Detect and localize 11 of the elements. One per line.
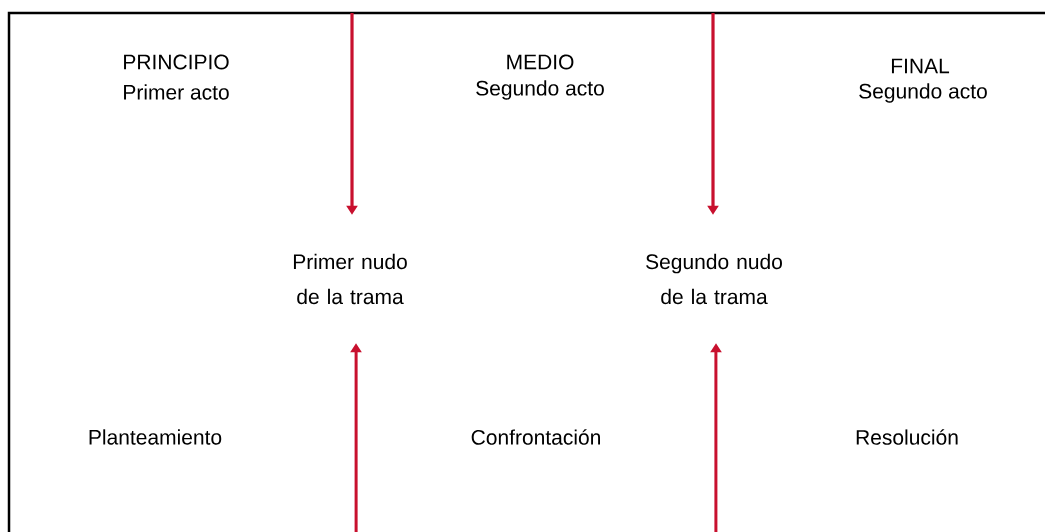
section-label: Confrontación <box>471 429 600 445</box>
section-label: Primer acto <box>124 84 229 100</box>
section-label: Segundo acto <box>859 83 987 103</box>
section-label: FINAL <box>891 58 950 74</box>
section-label: MEDIO <box>507 54 574 70</box>
section-label: Resolución <box>856 429 958 445</box>
section-label: Segundo acto <box>476 80 604 100</box>
plot-point-text: Primer nudo de la trama <box>293 253 407 305</box>
section-label: Planteamiento <box>89 429 222 445</box>
plot-point-text: Segundo nudo de la trama <box>646 253 782 305</box>
section-label: PRINCIPIO <box>124 54 229 70</box>
